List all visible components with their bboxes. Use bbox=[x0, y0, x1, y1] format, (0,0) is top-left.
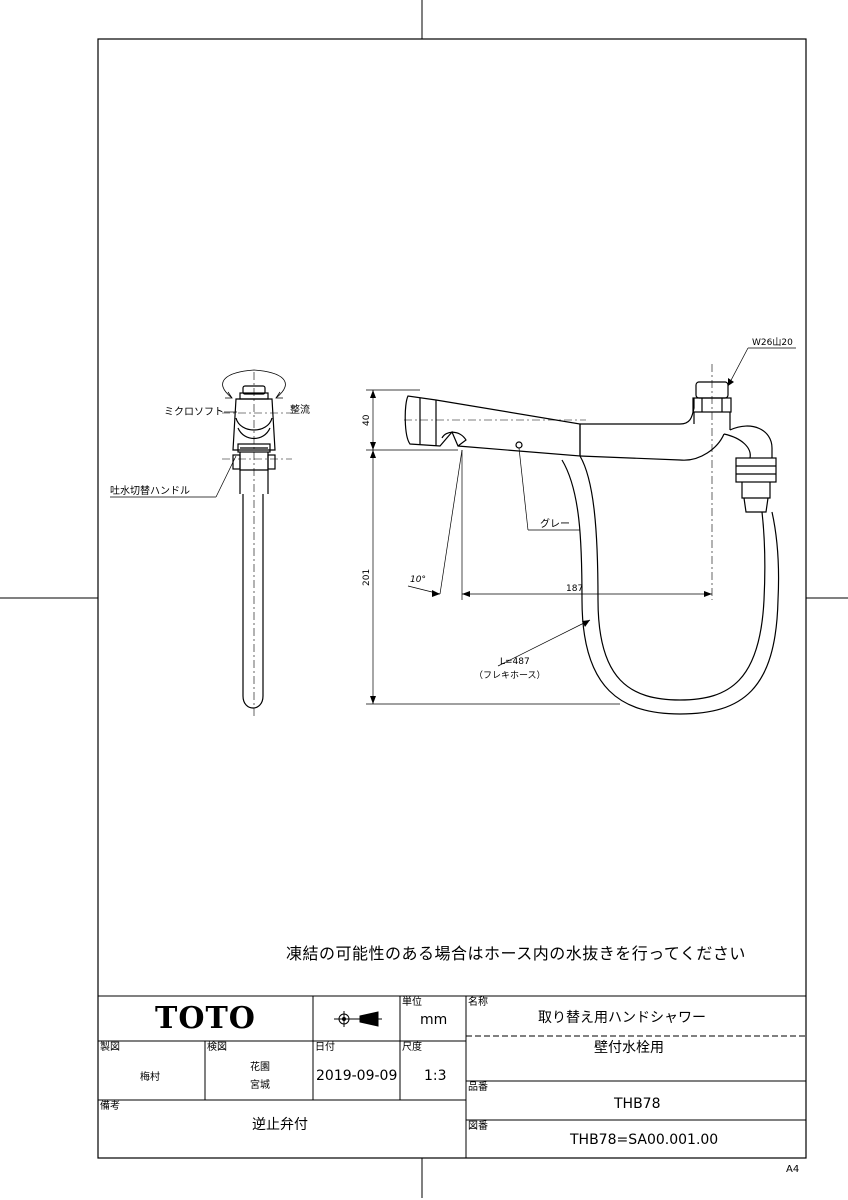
dim-187: 187 bbox=[566, 584, 583, 594]
toto-logo: TOTO bbox=[155, 1001, 256, 1036]
label-hose-length: L=487 bbox=[500, 657, 530, 667]
freeze-warning-note: 凍結の可能性のある場合はホース内の水抜きを行ってください bbox=[286, 944, 746, 963]
made-label: 製図 bbox=[100, 1042, 120, 1053]
side-centerlines bbox=[404, 364, 713, 600]
projection-symbol-icon bbox=[334, 1011, 382, 1027]
checked-by-1: 花園 bbox=[250, 1062, 270, 1073]
label-handle: 吐水切替ハンドル bbox=[110, 484, 190, 497]
label-seiryu: 整流 bbox=[290, 403, 310, 416]
made-by: 梅村 bbox=[140, 1072, 160, 1083]
date-value: 2019-09-09 bbox=[316, 1068, 398, 1084]
unit-label: 単位 bbox=[402, 997, 422, 1008]
remarks-value: 逆止弁付 bbox=[252, 1117, 308, 1133]
part-number: THB78 bbox=[614, 1096, 661, 1112]
front-view-centerlines bbox=[222, 372, 292, 718]
drawing-frame bbox=[97, 38, 807, 1159]
dim-201: 201 bbox=[362, 569, 372, 586]
checked-label: 検図 bbox=[207, 1042, 227, 1053]
label-microsoft: ミクロソフト bbox=[164, 406, 224, 418]
checked-by-2: 宮城 bbox=[250, 1080, 270, 1091]
product-name: 取り替え用ハンドシャワー bbox=[538, 1010, 706, 1026]
drawing-label: 図番 bbox=[468, 1121, 488, 1132]
scale-label: 尺度 bbox=[402, 1042, 422, 1053]
name-label: 名称 bbox=[468, 997, 488, 1008]
front-view bbox=[232, 385, 276, 709]
label-thread: W26山20 bbox=[752, 337, 793, 348]
front-leaders bbox=[110, 411, 237, 498]
dim-40: 40 bbox=[362, 414, 372, 426]
paper-size: A4 bbox=[786, 1164, 800, 1175]
remarks-label: 備考 bbox=[100, 1101, 120, 1112]
title-block-grid bbox=[98, 995, 806, 1158]
part-label: 品番 bbox=[468, 1082, 488, 1093]
dimension-arrows bbox=[370, 378, 734, 704]
date-label: 日付 bbox=[315, 1042, 335, 1053]
rotation-arrows bbox=[222, 369, 286, 399]
side-view bbox=[404, 381, 780, 715]
label-gray: グレー bbox=[540, 517, 570, 530]
dim-angle: 10° bbox=[410, 575, 426, 585]
dimension-lines bbox=[366, 347, 796, 705]
unit-value: mm bbox=[420, 1012, 448, 1028]
drawing-number: THB78=SA00.001.00 bbox=[570, 1132, 719, 1148]
product-subname: 壁付水栓用 bbox=[594, 1040, 664, 1056]
label-hose-type: （フレキホース） bbox=[474, 670, 546, 681]
scale-value: 1:3 bbox=[424, 1068, 447, 1084]
